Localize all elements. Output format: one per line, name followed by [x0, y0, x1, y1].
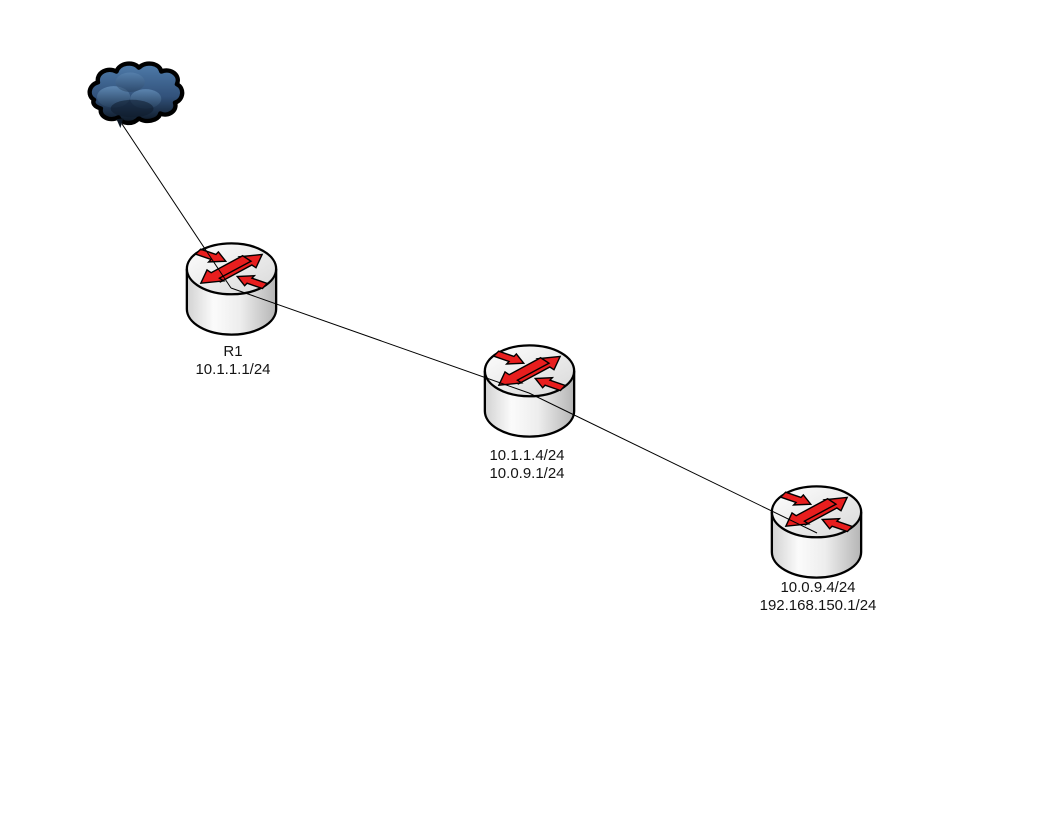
- node-label-r3: 10.0.9.4/24 192.168.150.1/24: [760, 579, 877, 615]
- node-label-r2: 10.1.1.4/24 10.0.9.1/24: [489, 447, 564, 483]
- router-ip: 10.1.1.4/24: [489, 447, 565, 464]
- router-ip: 10.0.9.4/24: [780, 579, 856, 596]
- router-ip: 10.0.9.1/24: [489, 465, 565, 482]
- router-ip: 10.1.1.1/24: [195, 361, 271, 378]
- router-icon: [481, 343, 578, 439]
- node-label-r1: R1 10.1.1.1/24: [195, 343, 270, 379]
- router-icon: [183, 241, 280, 337]
- cloud-icon: [87, 61, 185, 129]
- router-icon: [768, 484, 865, 580]
- node-r3[interactable]: [768, 484, 865, 585]
- node-internet-cloud[interactable]: [84, 54, 186, 135]
- router-ip: 192.168.150.1/24: [759, 597, 877, 614]
- node-r1[interactable]: [183, 241, 280, 342]
- router-name: R1: [223, 343, 243, 360]
- node-r2[interactable]: [481, 343, 578, 444]
